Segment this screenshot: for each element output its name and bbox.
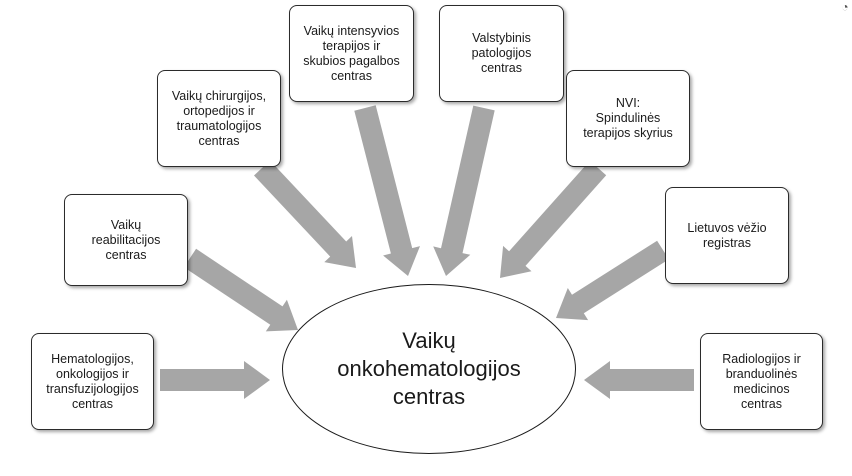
node-chirurgijos: Vaikų chirurgijos, ortopedijos ir trauma… [157, 70, 281, 167]
node-radiologijos-label: Radiologijos ir branduolinės medicinos c… [722, 351, 801, 411]
arrow-intensyvios [354, 105, 420, 276]
node-chirurgijos-label: Vaikų chirurgijos, ortopedijos ir trauma… [171, 88, 267, 148]
center-label: Vaikų onkohematologijos centras [337, 328, 521, 409]
loading-icon: ◔ [841, 0, 849, 14]
node-intensyvios: Vaikų intensyvios terapijos ir skubios p… [289, 5, 414, 102]
node-patologijos-label: Valstybinis patologijos centras [471, 31, 532, 75]
node-vezio: Lietuvos vėžio registras [665, 187, 789, 284]
node-intensyvios-label: Vaikų intensyvios terapijos ir skubios p… [303, 23, 400, 83]
arrow-vezio [556, 240, 669, 321]
node-reabilitacijos: Vaikų reabilitacijos centras [64, 194, 188, 286]
node-patologijos: Valstybinis patologijos centras [439, 5, 564, 102]
node-hematologijos: Hematologijos, onkologijos ir transfuzij… [31, 333, 154, 430]
arrow-nvi [500, 160, 607, 278]
arrow-hematologijos [160, 361, 270, 399]
node-radiologijos: Radiologijos ir branduolinės medicinos c… [700, 333, 823, 430]
node-nvi: NVI: Spindulinės terapijos skyrius [566, 70, 690, 167]
arrow-chirurgijos [254, 160, 356, 268]
center-ellipse: Vaikų onkohematologijos centras [282, 284, 576, 454]
node-vezio-label: Lietuvos vėžio registras [687, 220, 767, 250]
arrow-radiologijos [584, 361, 694, 399]
node-nvi-label: NVI: Spindulinės terapijos skyrius [583, 96, 673, 140]
node-hematologijos-label: Hematologijos, onkologijos ir transfuzij… [46, 351, 139, 411]
node-reabilitacijos-label: Vaikų reabilitacijos centras [91, 217, 161, 262]
arrow-reabilitacijos [183, 248, 298, 332]
arrow-patologijos [433, 105, 495, 276]
